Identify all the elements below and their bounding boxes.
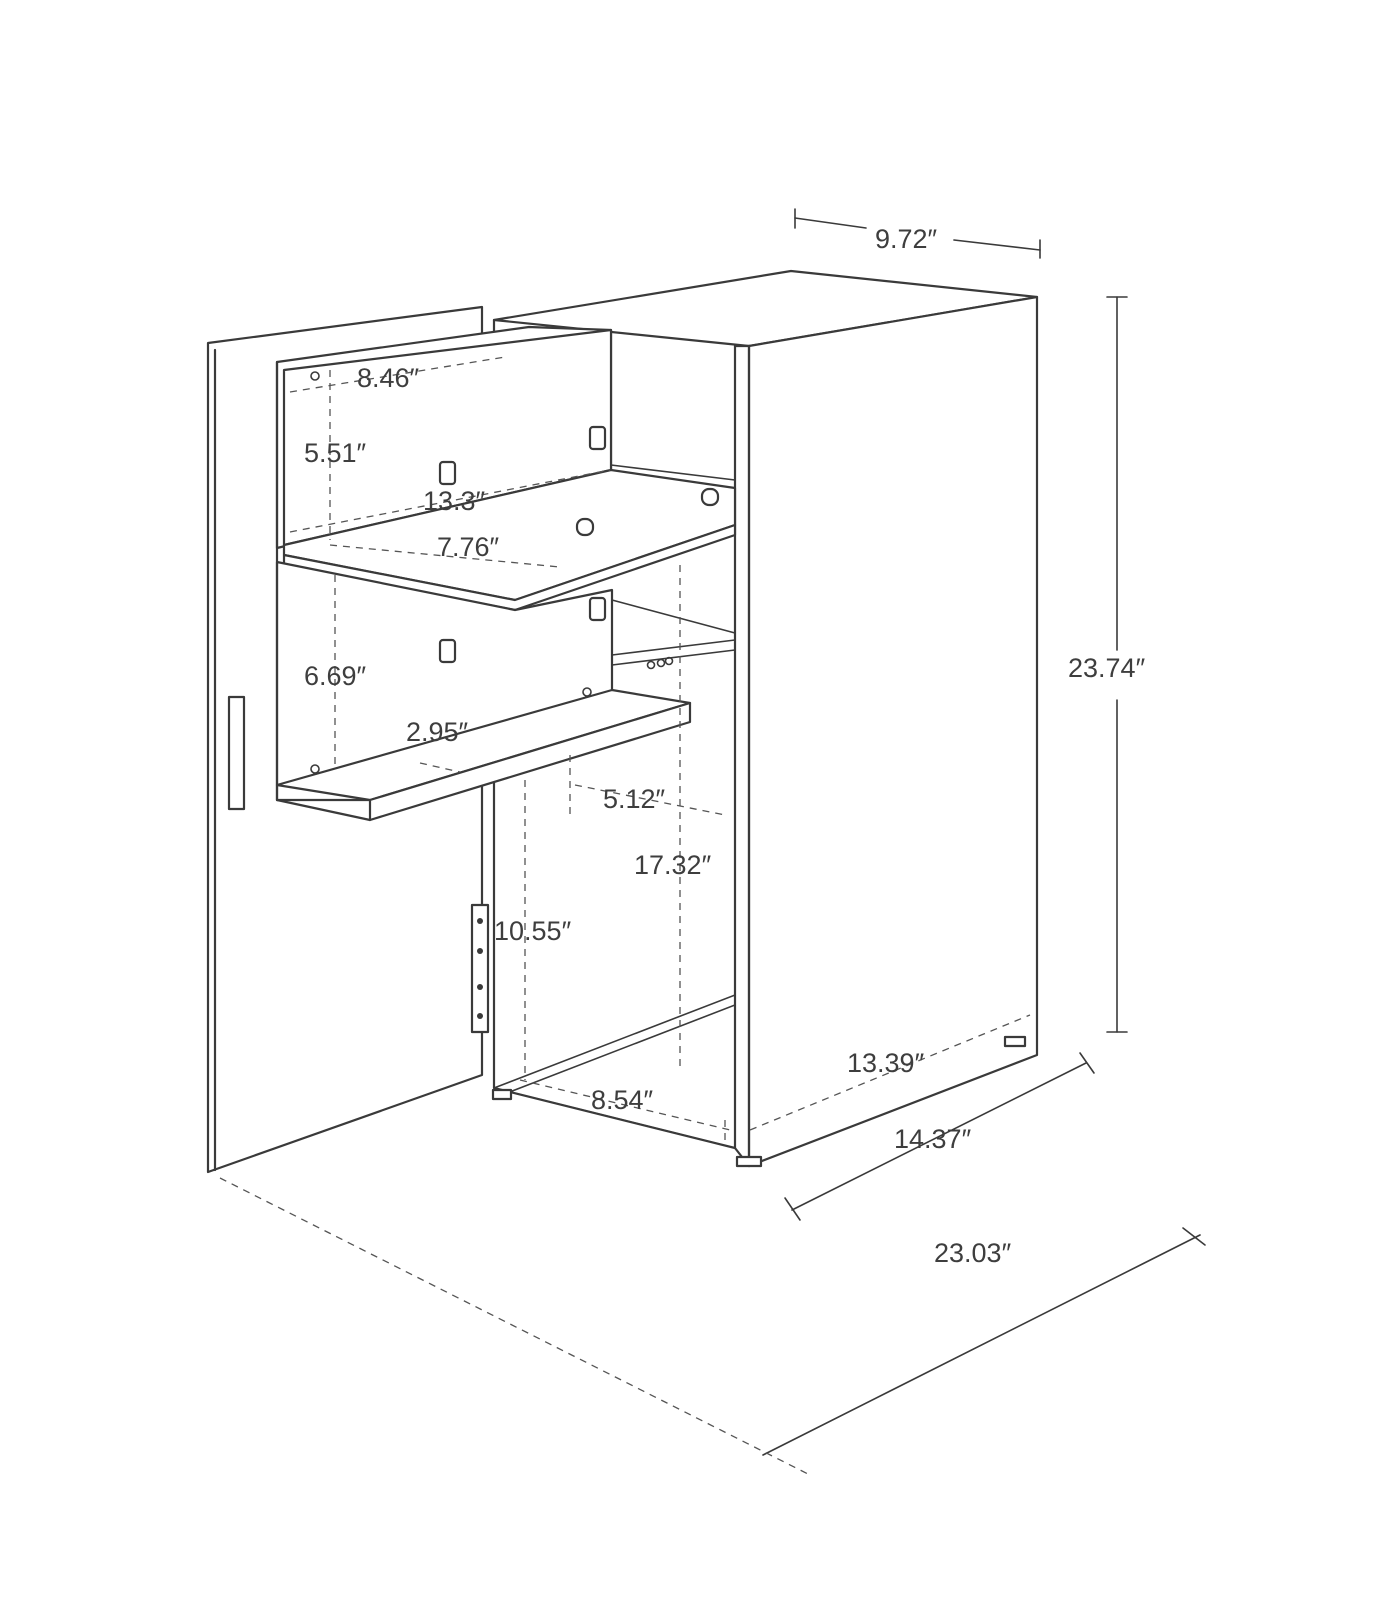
label-depth-door-open: 23.03″ — [934, 1238, 1012, 1268]
label-shelf-top-width: 8.46″ — [357, 363, 420, 393]
shelf-peg — [575, 517, 595, 537]
label-outer-depth: 14.37″ — [894, 1124, 972, 1154]
door-handle — [227, 695, 246, 811]
label-shelf-top-depth: 13.3″ — [423, 486, 486, 516]
cabinet-body — [491, 269, 1039, 1168]
shelf-peg — [588, 425, 607, 451]
label-bottom-inner-width: 8.54″ — [591, 1085, 654, 1115]
pullout-shelf-unit — [275, 325, 737, 822]
label-lower-opening-height: 10.55″ — [494, 916, 572, 946]
label-total-height: 23.74″ — [1068, 653, 1146, 683]
label-shelf-low-height: 6.69″ — [304, 661, 367, 691]
label-top-width: 9.72″ — [875, 224, 938, 254]
dimension-labels: 9.72″ 23.74″ 8.46″ 5.51″ 13.3″ 7.76″ 6.6… — [304, 224, 1146, 1268]
shelf-peg — [588, 596, 607, 622]
screw-icon — [582, 687, 592, 697]
dimension-lines — [219, 208, 1206, 1476]
screw-icon — [310, 764, 320, 774]
hinge — [470, 903, 490, 1034]
label-inner-depth: 13.39″ — [847, 1048, 925, 1078]
label-shelf-mid-depth: 7.76″ — [437, 532, 500, 562]
screw-icon — [310, 371, 320, 381]
label-shelf-top-height: 5.51″ — [304, 438, 367, 468]
label-inner-height: 17.32″ — [634, 850, 712, 880]
label-shelf-low-lip: 2.95″ — [406, 717, 469, 747]
shelf-peg — [438, 460, 457, 486]
shelf-peg — [700, 487, 720, 507]
label-lower-depth-offset: 5.12″ — [603, 784, 666, 814]
shelf-peg — [438, 638, 457, 664]
